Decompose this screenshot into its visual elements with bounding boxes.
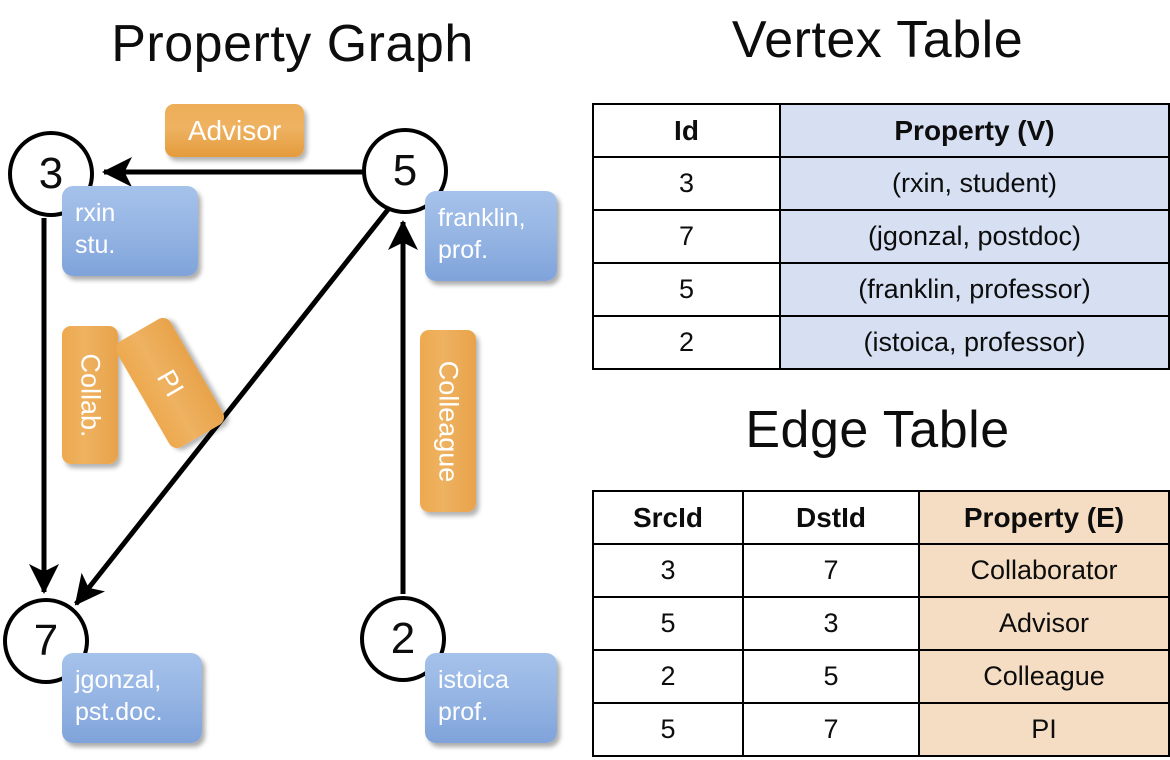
property-graph-diagram: 3 5 7 2 rxin stu. franklin, prof. jgonza… [3,104,557,743]
vertex-id-cell: 2 [592,315,781,370]
edge-dst-cell: 7 [742,702,920,757]
edge-arrow-5-to-7 [74,205,392,606]
table-row: 2 (istoica, professor) [592,315,1170,370]
table-row: 3 7 Collaborator [592,543,1170,598]
edge-table-header-row: SrcId DstId Property (E) [592,490,1170,545]
graph-node-5-id: 5 [392,146,418,195]
edge-table: SrcId DstId Property (E) 3 7 Collaborato… [592,490,1170,757]
edge-label-advisor-text: Advisor [187,114,282,146]
vertex-table: Id Property (V) 3 (rxin, student) 7 (jgo… [592,103,1170,370]
node-property-line-1: jgonzal, [75,666,162,694]
edge-property-cell: Collaborator [918,543,1170,598]
edge-property-cell: Colleague [918,649,1170,704]
page-title-property-graph: Property Graph [111,15,474,73]
graph-node-2[interactable]: 2 [360,596,446,682]
node-property-line-2: stu. [75,231,116,259]
edge-label-pi-text: PI [151,364,190,402]
section-title-vertex-table: Vertex Table [731,11,1024,69]
edge-src-cell: 3 [592,543,744,598]
vertex-table-header-id: Id [592,103,781,158]
vertex-id-cell: 7 [592,209,781,264]
edge-table-header-dstid: DstId [742,490,920,545]
graph-edge-arrows [29,157,418,606]
graph-node-2-id: 2 [390,614,416,663]
table-row: 3 (rxin, student) [592,156,1170,211]
edge-src-cell: 2 [592,649,744,704]
node-property-line-2: prof. [438,236,489,264]
table-row: 5 (franklin, professor) [592,262,1170,317]
edge-label-advisor: Advisor [165,104,304,157]
edge-table-header-srcid: SrcId [592,490,744,545]
node-property-box-rxin: rxin stu. [62,186,198,276]
graph-node-5[interactable]: 5 [362,128,448,214]
edge-property-cell: PI [918,702,1170,757]
edge-dst-cell: 7 [742,543,920,598]
node-property-line-1: istoica [438,666,509,694]
vertex-id-cell: 3 [592,156,781,211]
edge-label-colleague-text: Colleague [433,360,464,482]
edge-label-colleague: Colleague [420,330,476,512]
table-row: 5 3 Advisor [592,596,1170,651]
vertex-id-cell: 5 [592,262,781,317]
vertex-table-header-property: Property (V) [779,103,1170,158]
table-row: 7 (jgonzal, postdoc) [592,209,1170,264]
edge-table-header-property: Property (E) [918,490,1170,545]
vertex-property-cell: (rxin, student) [779,156,1170,211]
table-row: 2 5 Colleague [592,649,1170,704]
node-property-box-jgonzal: jgonzal, pst.doc. [62,653,202,743]
vertex-property-cell: (jgonzal, postdoc) [779,209,1170,264]
edge-src-cell: 5 [592,702,744,757]
vertex-table-header-row: Id Property (V) [592,103,1170,158]
edge-property-cell: Advisor [918,596,1170,651]
edge-label-collab: Collab. [62,326,118,464]
node-property-box-franklin: franklin, prof. [425,191,557,281]
section-title-edge-table: Edge Table [745,401,1010,459]
edge-label-collab-text: Collab. [75,352,106,438]
node-property-box-istoica: istoica prof. [425,653,557,743]
edge-dst-cell: 5 [742,649,920,704]
node-property-line-1: rxin [75,199,116,227]
vertex-property-cell: (istoica, professor) [779,315,1170,370]
node-property-line-1: franklin, [438,204,526,232]
node-property-line-2: prof. [438,698,489,726]
node-property-line-2: pst.doc. [75,698,163,726]
graph-node-3-id: 3 [38,149,64,198]
edge-dst-cell: 3 [742,596,920,651]
vertex-property-cell: (franklin, professor) [779,262,1170,317]
edge-src-cell: 5 [592,596,744,651]
graph-node-7-id: 7 [33,616,59,665]
table-row: 5 7 PI [592,702,1170,757]
